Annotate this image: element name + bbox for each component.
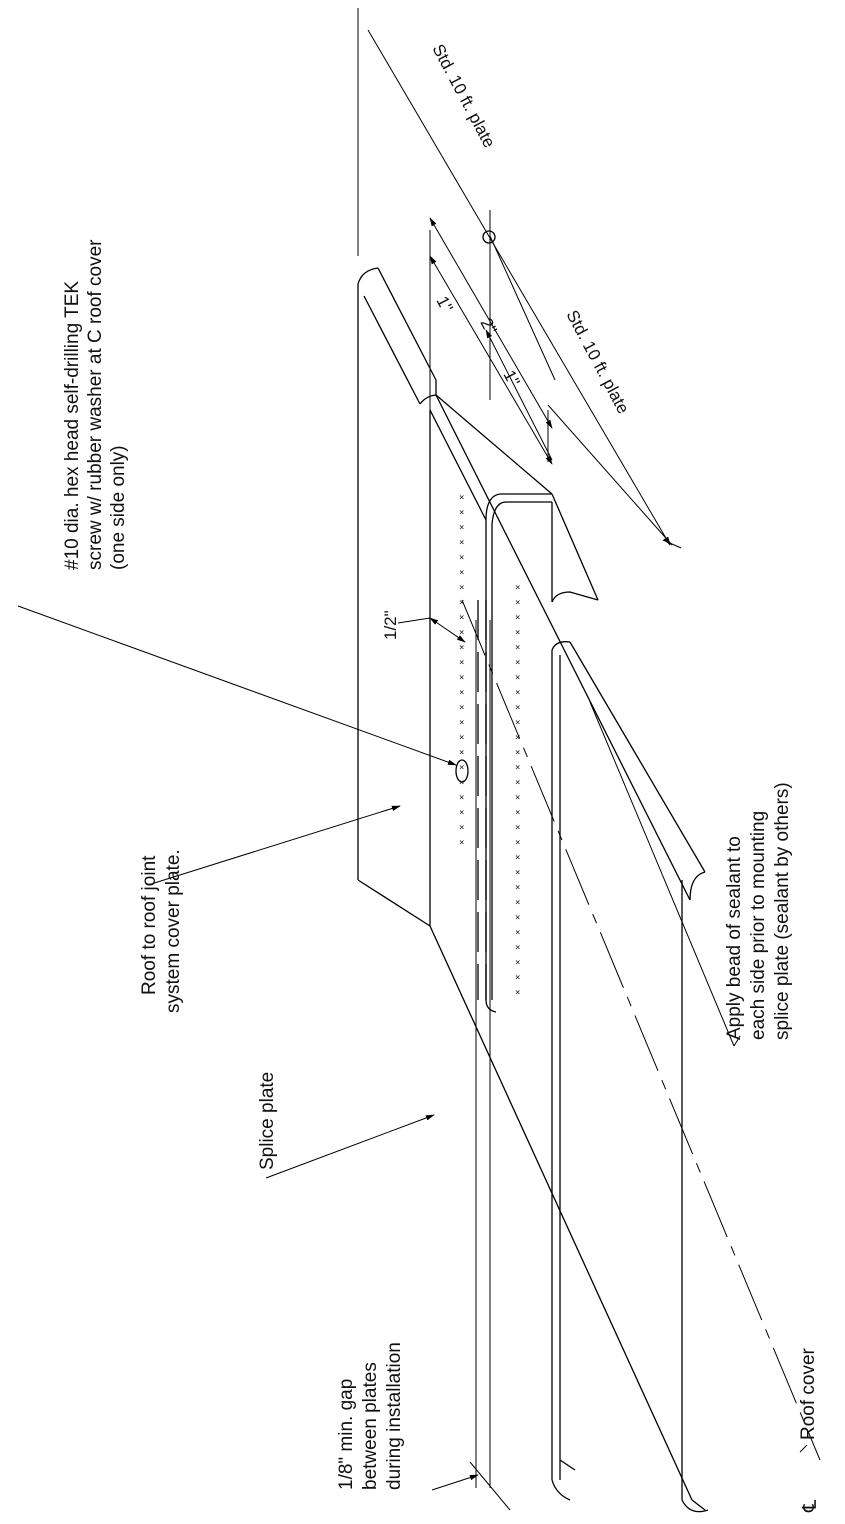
dim-half-inch: 1/2" — [381, 610, 400, 640]
fastener-mark: × — [515, 913, 520, 923]
splice-plate-hidden-line — [477, 600, 487, 1000]
fastener-mark: × — [515, 733, 520, 743]
fastener-mark: × — [515, 868, 520, 878]
gap-callout: 1/8" min. gap between plates during inst… — [336, 1342, 405, 1490]
fastener-mark: × — [459, 508, 464, 518]
splice-plate-label: Splice plate — [257, 1072, 278, 1170]
fastener-mark: × — [515, 928, 520, 938]
fastener-mark: × — [459, 553, 464, 563]
fastener-mark: × — [515, 853, 520, 863]
leader-lines — [17, 605, 808, 1511]
fastener-mark: × — [459, 703, 464, 713]
fastener-mark: × — [515, 628, 520, 638]
fastener-mark: × — [459, 613, 464, 623]
fastener-mark: × — [515, 643, 520, 653]
fastener-mark: × — [459, 493, 464, 503]
fastener-mark: × — [515, 778, 520, 788]
std-plate-label-top: Std. 10 ft. plate — [428, 41, 498, 151]
fastener-mark: × — [515, 898, 520, 908]
fastener-mark: × — [459, 808, 464, 818]
screw-pattern: × × × × × × × × × × × × × × × × × × × × × × × × × × × × × × × × × × × × × × × ×… — [459, 493, 520, 998]
fastener-mark: × — [515, 718, 520, 728]
fastener-mark: × — [459, 793, 464, 803]
fastener-mark: × — [515, 658, 520, 668]
fastener-mark: × — [459, 583, 464, 593]
cover-plate-callout: Roof to roof joint system cover plate. — [139, 849, 184, 1013]
cover-plate-label-line-2: system cover plate. — [163, 849, 184, 1013]
roof-cover-centerline — [461, 599, 821, 1461]
dim-one-inch-a: 1" — [432, 293, 456, 316]
splice-plate-outline — [485, 493, 599, 1013]
fastener-mark: × — [459, 658, 464, 668]
gap-label-line-2: between plates — [360, 1362, 381, 1490]
fastener-mark: × — [459, 748, 464, 758]
fastener-mark: × — [515, 973, 520, 983]
dim-one-inch-b: 1" — [499, 367, 523, 390]
fastener-mark: × — [459, 523, 464, 533]
screw-label-line-2: screw w/ rubber washer at C roof cover — [85, 239, 106, 570]
fastener-mark: × — [515, 823, 520, 833]
gap-label-line-3: during installation — [384, 1342, 405, 1490]
sealant-label-line-3: splice plate (sealant by others) — [772, 782, 793, 1040]
fastener-mark: × — [459, 538, 464, 548]
fastener-mark: × — [515, 808, 520, 818]
fastener-mark: × — [459, 763, 464, 773]
fastener-mark: × — [515, 703, 520, 713]
inch-dim-lines — [397, 217, 553, 643]
fastener-mark: × — [515, 613, 520, 623]
screw-label-line-1: #10 dia. hex head self-drilling TEK — [62, 281, 83, 570]
lower-flange — [551, 641, 709, 1513]
fastener-mark: × — [459, 838, 464, 848]
fastener-mark: × — [515, 958, 520, 968]
fastener-mark: × — [459, 598, 464, 608]
fastener-mark: × — [459, 688, 464, 698]
sealant-callout: Apply bead of sealant to each side prior… — [724, 782, 793, 1040]
gap-label-line-1: 1/8" min. gap — [336, 1379, 357, 1490]
std-plate-label-middle: Std. 10 ft. plate — [562, 307, 632, 417]
cover-plate-label-line-1: Roof to roof joint — [139, 855, 160, 995]
screw-callout: #10 dia. hex head self-drilling TEK scre… — [62, 239, 129, 570]
fastener-mark: × — [515, 793, 520, 803]
cover-plate-outline — [357, 267, 706, 1501]
sealant-label-line-1: Apply bead of sealant to — [724, 836, 745, 1040]
roof-cover-callout: Roof cover ℄ — [798, 1347, 821, 1513]
fastener-mark: × — [459, 628, 464, 638]
fastener-mark: × — [515, 943, 520, 953]
fastener-mark: × — [515, 988, 520, 998]
fastener-mark: × — [459, 823, 464, 833]
roof-cover-label: Roof cover — [798, 1347, 819, 1440]
fastener-mark: × — [515, 748, 520, 758]
fastener-mark: × — [515, 688, 520, 698]
fastener-mark: × — [515, 598, 520, 608]
sealant-label-line-2: each side prior to mounting — [748, 811, 769, 1040]
fastener-mark: × — [459, 733, 464, 743]
fastener-mark: × — [515, 583, 520, 593]
fastener-mark: × — [459, 568, 464, 578]
centerline-symbol: ℄ — [800, 1499, 821, 1513]
fastener-mark: × — [459, 778, 464, 788]
screw-label-line-3: (one side only) — [108, 445, 129, 570]
fastener-mark: × — [459, 643, 464, 653]
fastener-mark: × — [515, 838, 520, 848]
fastener-mark: × — [515, 763, 520, 773]
fastener-mark: × — [515, 673, 520, 683]
splice-plate-end — [429, 394, 553, 521]
fastener-mark: × — [515, 883, 520, 893]
screw-hole — [455, 759, 469, 783]
fastener-mark: × — [459, 718, 464, 728]
fastener-mark: × — [459, 673, 464, 683]
